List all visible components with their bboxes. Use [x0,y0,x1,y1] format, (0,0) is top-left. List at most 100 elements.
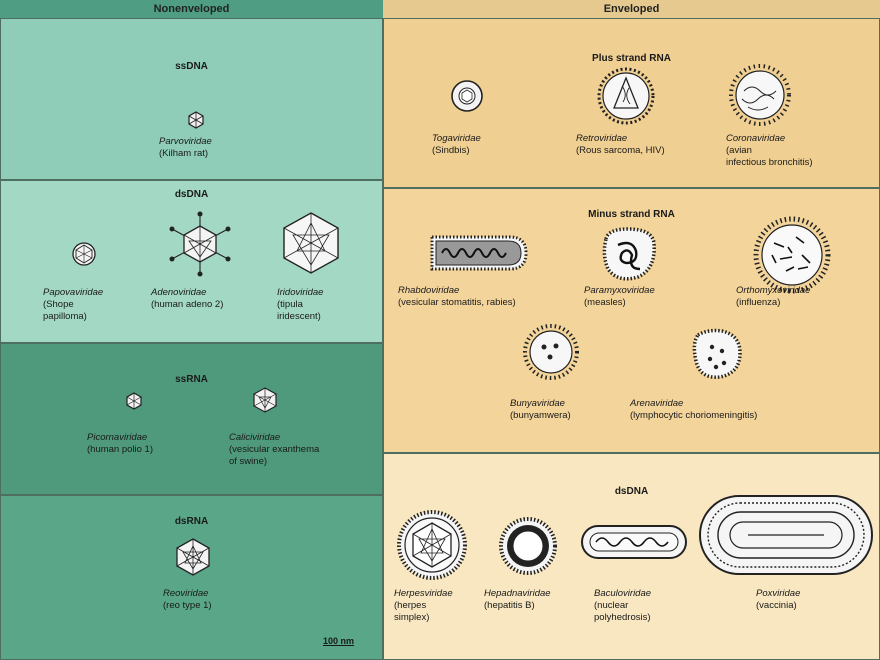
enveloped-header-label: Enveloped [603,3,660,15]
panel-title-ssdna: ssDNA [175,61,208,72]
panel-nonenveloped-ssdna: ssDNA Parvoviridae (Kilham rat) [0,18,383,180]
example-line: (human polio 1) [87,444,154,455]
caption-poxviridae: Poxviridae (vaccinia) [756,588,800,612]
caption-picornaviridae: Picornaviridae (human polio 1) [87,432,153,456]
example-line: (reo type 1) [163,600,212,611]
family-name: Arenaviridae [630,398,684,409]
family-name: Caliciviridae [229,432,281,443]
example-line: (Kilham rat) [159,148,209,159]
example-line: simplex) [394,612,430,623]
poxviridae-virion-icon [699,495,873,575]
family-name: Adenoviridae [151,287,207,298]
family-name: Orthomyxoviridae [736,285,811,296]
family-name: Rhabdoviridae [398,285,460,296]
example-line: of swine) [229,456,268,467]
family-name: Coronaviridae [726,133,786,144]
panel-enveloped-dsdna: dsDNA Herpesviridae (herpes simp [383,453,880,660]
coronaviridae-virion-icon [729,64,791,126]
enveloped-header: Enveloped [383,0,880,18]
baculoviridae-virion-icon [581,525,687,559]
adenoviridae-virion-icon [169,211,231,277]
panel-nonenveloped-dsrna: dsRNA Reoviridae (reo type 1) 100 nm [0,495,383,660]
panel-title-ssrna: ssRNA [175,374,208,385]
caliciviridae-virion-icon [253,387,277,413]
panel-title-minus-strand-rna: Minus strand RNA [588,209,675,220]
example-line: (avian [726,145,752,156]
example-line: (vesicular stomatitis, rabies) [398,297,516,308]
caption-coronaviridae: Coronaviridae (avian infectious bronchit… [726,133,813,169]
caption-togaviridae: Togaviridae (Sindbis) [432,133,481,157]
family-name: Poxviridae [756,588,801,599]
example-line: infectious bronchitis) [726,157,813,168]
caption-baculoviridae: Baculoviridae (nuclear polyhedrosis) [594,588,651,624]
caption-bunyaviridae: Bunyaviridae (bunyamwera) [510,398,571,422]
example-line: (bunyamwera) [510,410,571,421]
retroviridae-virion-icon [597,67,655,125]
family-name: Bunyaviridae [510,398,565,409]
example-line: (hepatitis B) [484,600,535,611]
family-name: Paramyxoviridae [584,285,655,296]
family-name: Herpesviridae [394,588,453,599]
family-name: Parvoviridae [159,136,212,147]
hepadnaviridae-virion-icon [499,517,557,575]
example-line: (measles) [584,297,626,308]
example-line: (Sindbis) [432,145,470,156]
togaviridae-virion-icon [451,80,483,112]
caption-hepadnaviridae: Hepadnaviridae (hepatitis B) [484,588,551,612]
caption-parvoviridae: Parvoviridae (Kilham rat) [159,136,212,160]
rhabdoviridae-virion-icon [430,235,528,271]
example-line: papilloma) [43,311,87,322]
panel-nonenveloped-ssrna: ssRNA Picornaviridae (human polio 1) Cal… [0,343,383,495]
panel-title-dsdna-enveloped: dsDNA [614,486,649,497]
caption-herpesviridae: Herpesviridae (herpes simplex) [394,588,453,624]
example-line: (lymphocytic choriomeningitis) [630,410,758,421]
example-line: iridescent) [277,311,321,322]
example-line: (vaccinia) [756,600,797,611]
family-name: Reoviridae [163,588,209,599]
family-name: Picornaviridae [87,432,148,443]
caption-arenaviridae: Arenaviridae (lymphocytic choriomeningit… [630,398,757,422]
herpesviridae-virion-icon [397,510,467,580]
example-line: (vesicular exanthema [229,444,320,455]
caption-paramyxoviridae: Paramyxoviridae (measles) [584,285,655,309]
family-name: Baculoviridae [594,588,652,599]
caption-reoviridae: Reoviridae (reo type 1) [163,588,212,612]
panel-title-dsrna: dsRNA [174,516,209,527]
bunyaviridae-virion-icon [523,324,579,380]
caption-orthomyxoviridae: Orthomyxoviridae (influenza) [736,285,810,309]
nonenveloped-header: Nonenveloped [0,0,383,18]
arenaviridae-virion-icon [692,328,742,379]
reoviridae-virion-icon [176,538,210,576]
example-line: (Rous sarcoma, HIV) [576,145,665,156]
example-line: (human adeno 2) [151,299,224,310]
paramyxoviridae-virion-icon [602,227,656,281]
family-name: Papovaviridae [43,287,104,298]
orthomyxoviridae-virion-icon [753,216,831,294]
caption-papovaviridae: Papovaviridae (Shope papilloma) [43,287,103,323]
example-line: (influenza) [736,297,781,308]
iridoviridae-virion-icon [283,212,339,274]
picornaviridae-virion-icon [126,392,142,410]
caption-iridoviridae: Iridoviridae (tipula iridescent) [277,287,323,323]
nonenveloped-header-label: Nonenveloped [153,3,230,15]
caption-retroviridae: Retroviridae (Rous sarcoma, HIV) [576,133,665,157]
family-name: Iridoviridae [277,287,324,298]
example-line: (nuclear [594,600,629,611]
parvoviridae-virion-icon [188,111,204,129]
scale-bar-label: 100 nm [323,636,355,646]
example-line: (herpes [394,600,427,611]
caption-caliciviridae: Caliciviridae (vesicular exanthema of sw… [229,432,319,468]
panel-enveloped-plus-rna: Plus strand RNA Togaviridae (Sindbis) Re… [383,18,880,188]
family-name: Togaviridae [432,133,481,144]
example-line: polyhedrosis) [594,612,651,623]
example-line: (Shope [43,299,74,310]
caption-rhabdoviridae: Rhabdoviridae (vesicular stomatitis, rab… [398,285,516,309]
family-name: Retroviridae [576,133,628,144]
panel-nonenveloped-dsdna: dsDNA Papovaviridae (Shope papilloma) [0,180,383,343]
example-line: (tipula [277,299,303,310]
panel-title-plus-strand-rna: Plus strand RNA [592,53,671,64]
papovaviridae-virion-icon [72,242,96,266]
family-name: Hepadnaviridae [484,588,551,599]
panel-enveloped-minus-rna: Minus strand RNA Rhabdoviridae (vesicula… [383,188,880,453]
